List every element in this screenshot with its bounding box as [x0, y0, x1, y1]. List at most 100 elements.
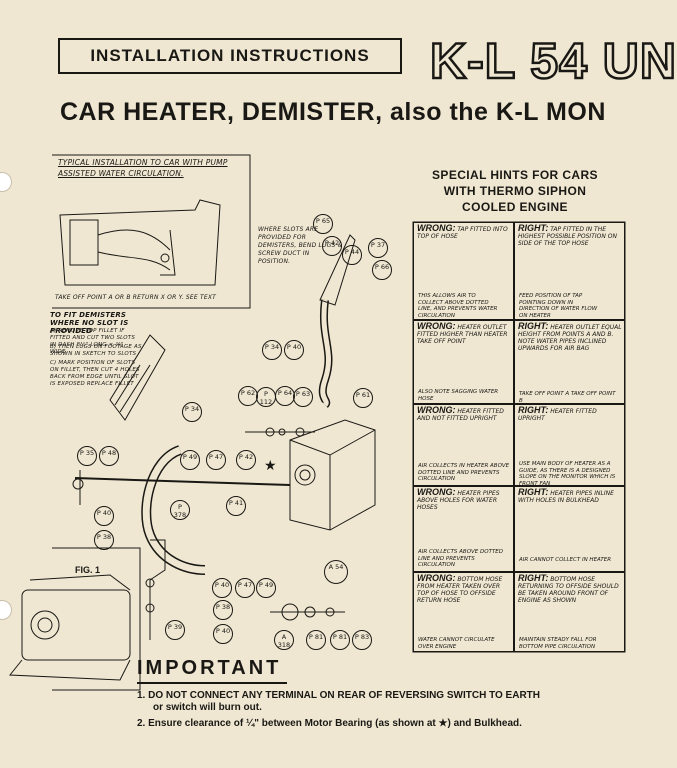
part-label: P 63: [293, 387, 313, 407]
hint-head: HEATER FITTED UPRIGHT: [518, 408, 597, 422]
important-underline: [137, 682, 287, 684]
typical-install-caption: TYPICAL INSTALLATION TO CAR WITH PUMP AS…: [58, 158, 228, 178]
hint-head: TAP FITTED INTO TOP OF HOSE: [417, 226, 508, 240]
part-label: P 47: [206, 450, 226, 470]
demister-step-c: C) MARK POSITION OF SLOTS ON FILLET, THE…: [50, 360, 140, 387]
note-text: DO NOT CONNECT ANY TERMINAL ON REAR OF R…: [148, 690, 540, 701]
star-marker: ★: [264, 458, 277, 474]
hint-head: TAP FITTED IN THE HIGHEST POSSIBLE POSIT…: [518, 226, 617, 247]
part-label: P 40: [284, 340, 304, 360]
note-number: 2.: [137, 718, 146, 729]
typical-install-frame: [52, 154, 251, 309]
hint-head: BOTTOM HOSE RETURNING TO OFFSIDE SHOULD …: [518, 576, 619, 604]
line-drawings: ★: [8, 154, 626, 691]
part-label: P 37: [368, 238, 388, 258]
hint-body: ALSO NOTE SAGGING WATER HOSE: [418, 389, 499, 402]
important-heading: IMPORTANT: [137, 657, 282, 679]
installation-title: INSTALLATION INSTRUCTIONS: [90, 46, 370, 65]
hint-tag: WRONG:: [417, 223, 456, 233]
hint-body: AIR COLLECTS ABOVE DOTTED LINE AND PREVE…: [418, 549, 504, 568]
slots-note: WHERE SLOTS ARE PROVIDED FOR DEMISTERS, …: [258, 226, 343, 265]
hint-wrong-cell: WRONG: HEATER OUTLET FITTED HIGHER THAN …: [413, 320, 514, 404]
part-label: P 66: [372, 260, 392, 280]
hint-wrong-cell: WRONG: HEATER FITTED AND NOT FITTED UPRI…: [413, 404, 514, 486]
part-label: A 54: [324, 560, 348, 584]
part-label: A 318: [274, 630, 294, 650]
hint-head: HEATER OUTLET EQUAL HEIGHT FROM POINTS A…: [518, 324, 622, 352]
part-label: P 49: [180, 450, 200, 470]
part-label: P 39: [165, 620, 185, 640]
part-label: P 38: [94, 530, 114, 550]
demister-step-b: B) THEN LUGS ON FOOTAGE AS SHOWN IN SKET…: [50, 344, 142, 357]
hint-body: TAKE OFF POINT A TAKE OFF POINT B: [519, 391, 616, 404]
demister-duct: [109, 334, 166, 421]
hint-right-cell: RIGHT: HEATER PIPES INLINE WITH HOLES IN…: [514, 486, 625, 572]
part-label: P 41: [226, 496, 246, 516]
part-label: P 81: [306, 630, 326, 650]
part-label: P 40: [94, 506, 114, 526]
hint-head: HEATER FITTED AND NOT FITTED UPRIGHT: [417, 408, 504, 422]
hint-head: BOTTOM HOSE FROM HEATER TAKEN OVER TOP O…: [417, 576, 503, 604]
hint-tag: RIGHT:: [518, 405, 549, 415]
part-label: P 38: [213, 600, 233, 620]
model-title: K-L 54 UN: [429, 32, 677, 91]
hint-tag: RIGHT:: [518, 487, 549, 497]
hint-right-cell: RIGHT: HEATER FITTED UPRIGHT USE MAIN BO…: [514, 404, 625, 487]
part-label: P 83: [352, 630, 372, 650]
part-label: P 64: [275, 386, 295, 406]
hint-body: THIS ALLOWS AIR TO COLLECT ABOVE DOTTED …: [418, 293, 498, 319]
hint-tag: WRONG:: [417, 573, 456, 583]
part-label: P 81: [330, 630, 350, 650]
part-label: P 40: [213, 624, 233, 644]
hint-tag: WRONG:: [417, 321, 456, 331]
part-label: P 47: [235, 578, 255, 598]
part-label: P 35: [77, 446, 97, 466]
take-off-note: TAKE OFF POINT A OR B RETURN X OR Y. SEE…: [55, 294, 217, 301]
hint-body: MAINTAIN STEADY FALL FOR BOTTOM PIPE CIR…: [519, 637, 597, 650]
hint-body: AIR CANNOT COLLECT IN HEATER: [519, 557, 612, 563]
installation-title-box: INSTALLATION INSTRUCTIONS: [58, 38, 402, 74]
important-note-1-continued: or switch will burn out.: [153, 702, 262, 713]
demister-step-a: A) REMOVE TOP FILLET IF FITTED AND CUT T…: [50, 328, 136, 355]
part-label: P 62: [238, 386, 258, 406]
hint-body: FEED POSITION OF TAP POINTING DOWN IN DI…: [519, 293, 598, 319]
part-label: P 40: [212, 578, 232, 598]
part-label: P 49: [256, 578, 276, 598]
hint-body: AIR COLLECTS IN HEATER ABOVE DOTTED LINE…: [418, 463, 510, 482]
hints-title-line: COOLED ENGINE: [462, 200, 568, 214]
hint-head: HEATER OUTLET FITTED HIGHER THAN HEATER …: [417, 324, 508, 345]
control-rod: [74, 477, 291, 486]
part-label: P 65: [313, 214, 333, 234]
hints-title: SPECIAL HINTS FOR CARS WITH THERMO SIPHO…: [410, 167, 620, 215]
part-label: P 42: [236, 450, 256, 470]
hint-right-cell: RIGHT: TAP FITTED IN THE HIGHEST POSSIBL…: [514, 222, 625, 320]
instruction-sheet: INSTALLATION INSTRUCTIONS K-L 54 UN CAR …: [0, 32, 677, 730]
hint-tag: WRONG:: [417, 405, 456, 415]
part-label: P 48: [99, 446, 119, 466]
hint-wrong-cell: WRONG: BOTTOM HOSE FROM HEATER TAKEN OVE…: [413, 572, 514, 652]
hint-right-cell: RIGHT: HEATER OUTLET EQUAL HEIGHT FROM P…: [514, 320, 625, 404]
part-label: P 112: [256, 387, 276, 407]
hint-right-cell: RIGHT: BOTTOM HOSE RETURNING TO OFFSIDE …: [514, 572, 625, 652]
part-label: P 61: [353, 388, 373, 408]
main-heater-box: [289, 419, 376, 531]
hints-title-line: WITH THERMO SIPHON: [443, 184, 587, 198]
part-label: P 34: [182, 402, 202, 422]
hint-tag: RIGHT:: [518, 321, 549, 331]
important-note-1: 1. DO NOT CONNECT ANY TERMINAL ON REAR O…: [137, 690, 540, 702]
important-note-2: 2. Ensure clearance of ¼" between Motor …: [137, 718, 522, 730]
fig1-heater-body: [21, 589, 131, 661]
hint-tag: WRONG:: [417, 487, 456, 497]
fig1-motor: [30, 610, 60, 640]
heater-unit-sketch: [69, 219, 99, 266]
demister-heading: TO FIT DEMISTERS WHERE NO SLOT IS PROVID…: [50, 311, 129, 335]
hint-body: WATER CANNOT CIRCULATE OVER ENGINE: [418, 637, 495, 650]
hint-head: HEATER PIPES ABOVE HOLES FOR WATER HOSES: [417, 490, 500, 511]
hints-title-line: SPECIAL HINTS FOR CARS: [432, 168, 598, 182]
product-subtitle: CAR HEATER, DEMISTER, also the K-L MON: [60, 98, 606, 126]
part-label: P 34: [262, 340, 282, 360]
fig1-frame: [52, 547, 141, 691]
note-number: 1.: [137, 690, 146, 701]
part-label: P 378: [170, 500, 190, 520]
hint-wrong-cell: WRONG: TAP FITTED INTO TOP OF HOSE THIS …: [413, 222, 514, 320]
